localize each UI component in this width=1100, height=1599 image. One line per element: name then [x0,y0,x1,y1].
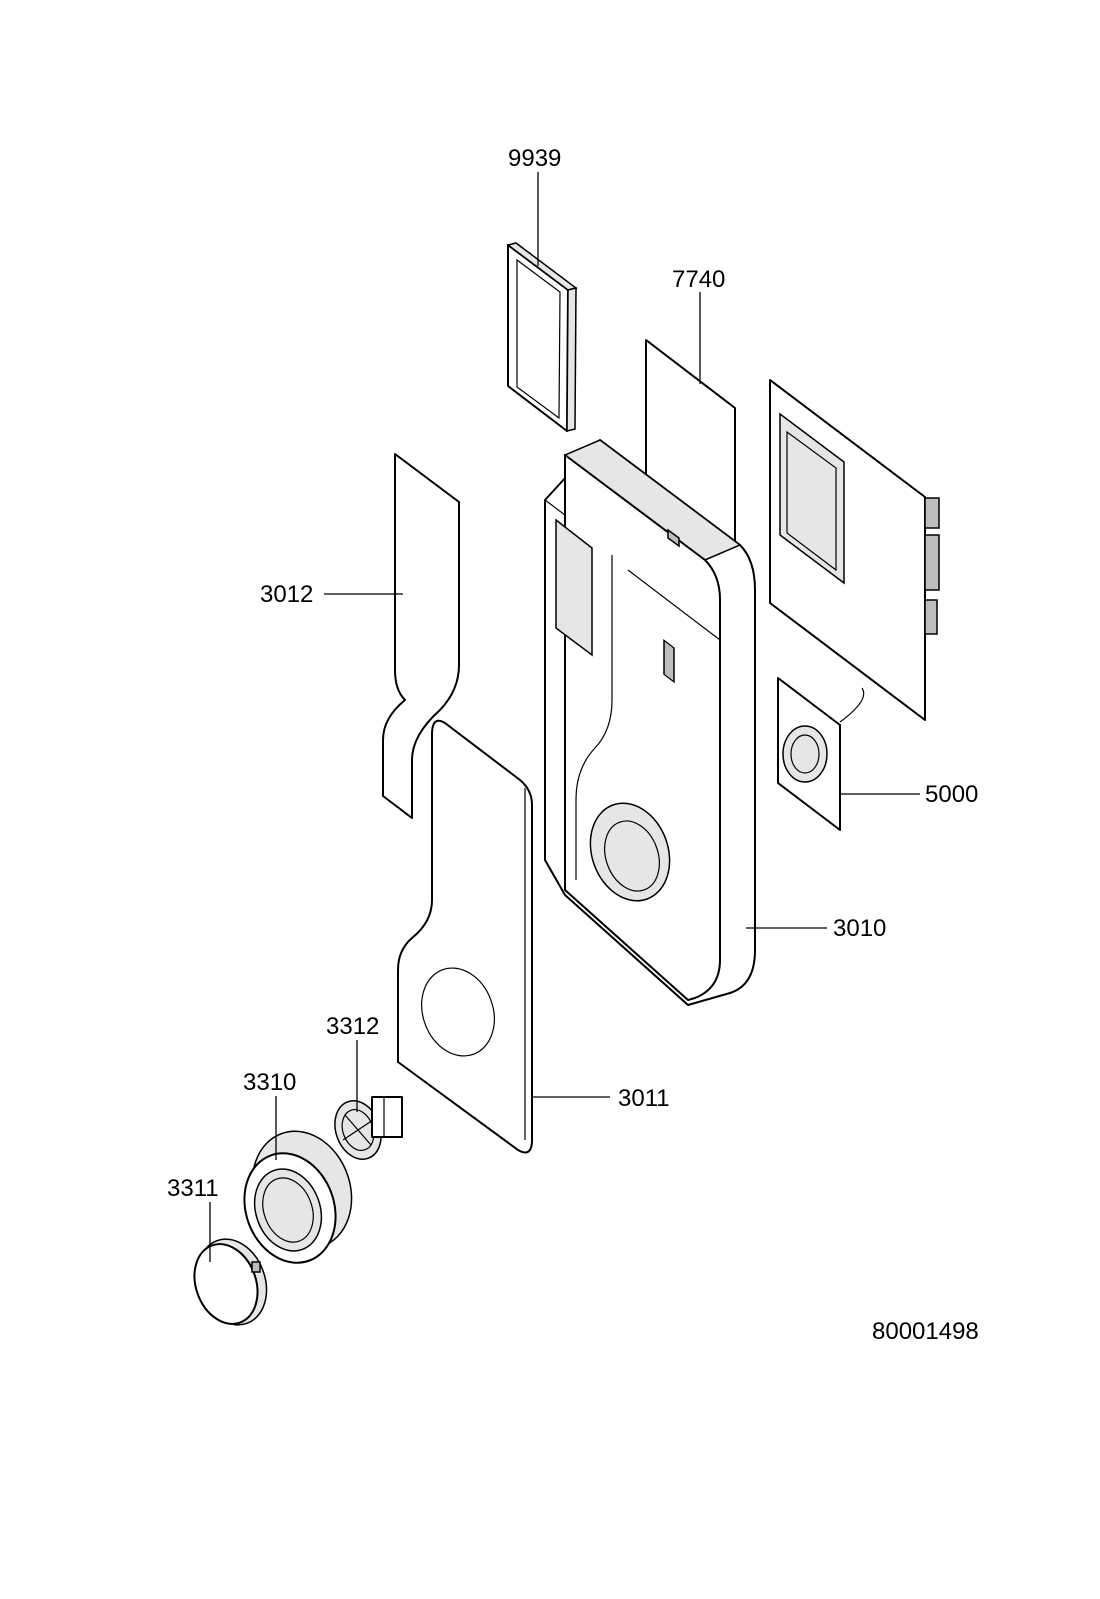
part-3012-film [382,453,460,819]
label-3010: 3010 [833,915,886,942]
document-number: 80001498 [872,1318,979,1345]
part-9939-frame [506,242,578,432]
part-3310-ring [243,1130,353,1264]
label-3310: 3310 [243,1069,296,1096]
part-5000-board [769,379,940,831]
label-3012: 3012 [260,581,313,608]
part-3011-front-panel [397,719,533,1154]
part-3010-housing [544,439,756,1006]
part-3312-actuator [334,1096,403,1160]
label-5000: 5000 [925,781,978,808]
label-9939: 9939 [508,145,561,172]
label-7740: 7740 [672,266,725,293]
label-3311: 3311 [167,1175,219,1202]
part-3311-cap [193,1238,268,1326]
label-3312: 3312 [326,1013,379,1040]
label-3011: 3011 [618,1085,670,1112]
